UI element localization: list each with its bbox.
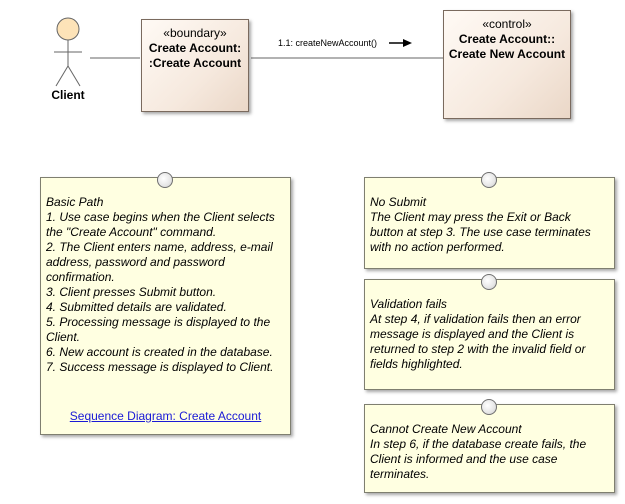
note-line: with no action performed.	[370, 240, 505, 254]
note-line: Client.	[46, 330, 81, 344]
note-line: No Submit	[370, 195, 427, 209]
sequence-diagram-link[interactable]: Sequence Diagram: Create Account	[69, 409, 262, 423]
note-line: button at step 3. The use case terminate…	[370, 225, 591, 239]
note-line: At step 4, if validation fails then an e…	[370, 312, 581, 326]
note-pin-icon	[481, 399, 497, 415]
note-line: 5. Processing message is displayed to th…	[46, 315, 271, 329]
boundary-stereotype: «boundary»	[163, 26, 227, 40]
note-pin-icon	[157, 172, 173, 188]
note-basic-path[interactable]: Basic Path 1. Use case begins when the C…	[40, 177, 291, 435]
right-arrow-icon	[389, 39, 412, 47]
note-line: confirmation.	[46, 270, 115, 284]
note-line: 6. New account is created in the databas…	[46, 345, 273, 359]
boundary-object[interactable]: «boundary» Create Account: :Create Accou…	[141, 19, 249, 112]
boundary-name-line2: :Create Account	[148, 56, 242, 70]
control-name-line1: Create Account::	[458, 32, 556, 46]
note-line: In step 6, if the database create fails,…	[370, 437, 587, 451]
message-label[interactable]: 1.1: createNewAccount()	[278, 38, 378, 48]
stick-figure-actor-icon[interactable]	[48, 14, 88, 90]
control-stereotype: «control»	[482, 17, 532, 31]
note-line: 3. Client presses Submit button.	[46, 285, 217, 299]
note-line: Client is informed and the use case	[370, 452, 558, 466]
note-line: Cannot Create New Account	[370, 422, 522, 436]
note-validation-fails[interactable]: Validation fails At step 4, if validatio…	[364, 279, 615, 390]
note-line: the "Create Account" command.	[46, 225, 217, 239]
actor-label: Client	[51, 88, 85, 102]
note-line: address, password and password	[46, 255, 225, 269]
note-line: 2. The Client enters name, address, e-ma…	[46, 240, 273, 254]
note-line: message is displayed and the Client is	[370, 327, 575, 341]
note-pin-icon	[481, 274, 497, 290]
note-line: terminates.	[370, 467, 430, 481]
note-cannot-create[interactable]: Cannot Create New Account In step 6, if …	[364, 404, 615, 493]
note-line: 7. Success message is displayed to Clien…	[46, 360, 274, 374]
note-line: The Client may press the Exit or Back	[370, 210, 571, 224]
note-line: fields highlighted.	[370, 357, 463, 371]
control-name-line2: Create New Account	[448, 47, 566, 61]
note-line: returned to step 2 with the invalid fiel…	[370, 342, 586, 356]
note-no-submit[interactable]: No Submit The Client may press the Exit …	[364, 177, 615, 269]
note-line: Basic Path	[46, 195, 104, 209]
note-line: 1. Use case begins when the Client selec…	[46, 210, 275, 224]
note-pin-icon	[481, 172, 497, 188]
control-object[interactable]: «control» Create Account:: Create New Ac…	[443, 10, 571, 119]
note-line: 4. Submitted details are validated.	[46, 300, 227, 314]
note-line: Validation fails	[370, 297, 447, 311]
boundary-name-line1: Create Account:	[148, 41, 242, 55]
